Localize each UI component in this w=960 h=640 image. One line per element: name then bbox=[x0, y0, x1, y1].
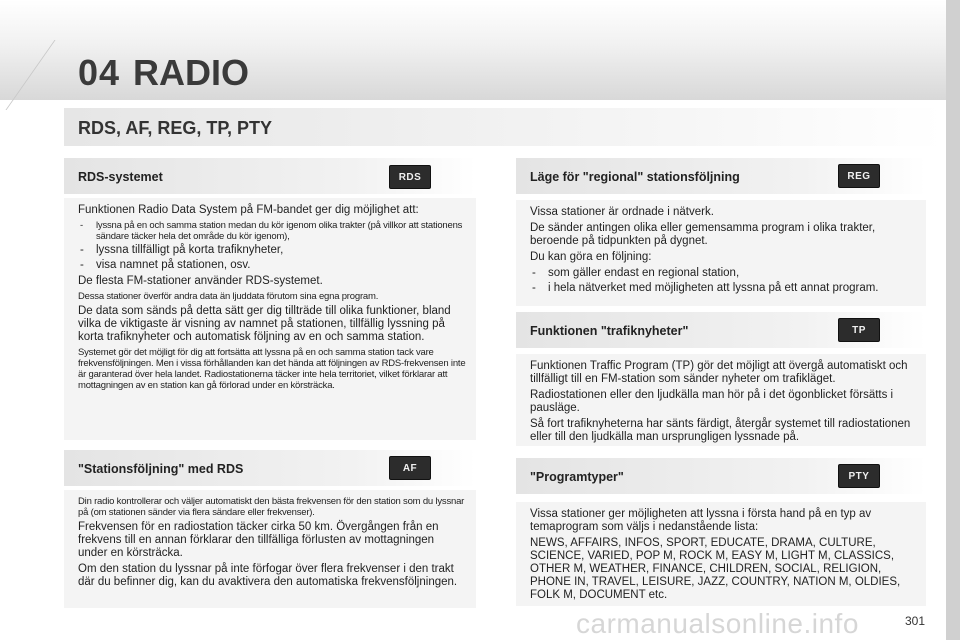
af-body: Din radio kontrollerar och väljer automa… bbox=[64, 490, 476, 608]
af-paragraph: Frekvensen för en radiostation täcker ci… bbox=[78, 521, 439, 559]
header-background bbox=[0, 0, 946, 100]
reg-list-item: som gäller endast en regional station, bbox=[530, 267, 916, 280]
tp-paragraph: Radiostationen eller den ljudkälla man h… bbox=[530, 389, 894, 414]
rds-heading: RDS-systemet bbox=[78, 170, 163, 184]
chapter-title: RADIO bbox=[133, 52, 249, 93]
reg-body: Vissa stationer är ordnade i nätverk. De… bbox=[516, 200, 926, 306]
page-number: 301 bbox=[905, 614, 926, 628]
pty-paragraph: NEWS, AFFAIRS, INFOS, SPORT, EDUCATE, DR… bbox=[530, 537, 901, 601]
pty-body: Vissa stationer ger möjligheten att lyss… bbox=[516, 502, 926, 606]
reg-paragraph: Du kan göra en följning: bbox=[530, 251, 652, 263]
af-heading: "Stationsföljning" med RDS bbox=[78, 462, 244, 476]
reg-heading: Läge för "regional" stationsföljning bbox=[530, 170, 740, 184]
reg-paragraph: De sänder antingen olika eller gemensamm… bbox=[530, 222, 876, 247]
reg-list: som gäller endast en regional station, i… bbox=[530, 267, 916, 295]
section-title: RDS, AF, REG, TP, PTY bbox=[78, 118, 273, 138]
reg-badge-icon: REG bbox=[838, 164, 880, 188]
tp-heading-bar: Funktionen "trafiknyheter" bbox=[516, 312, 926, 348]
sidebar-tab bbox=[946, 0, 960, 640]
reg-list-item: i hela nätverket med möjligheten att lys… bbox=[530, 282, 916, 295]
pty-badge-icon: PTY bbox=[838, 464, 880, 488]
rds-paragraph-small: Dessa stationer överför andra data än lj… bbox=[78, 291, 379, 302]
pty-paragraph: Vissa stationer ger möjligheten att lyss… bbox=[530, 508, 872, 533]
watermark: carmanualsonline.info bbox=[576, 608, 859, 639]
tp-paragraph: Så fort trafiknyheterna har sänts färdig… bbox=[530, 418, 911, 443]
rds-paragraph: De flesta FM-stationer använder RDS-syst… bbox=[78, 275, 323, 287]
rds-badge-icon: RDS bbox=[389, 165, 431, 189]
af-badge-icon: AF bbox=[389, 456, 431, 480]
rds-list-item-small: lyssna på en och samma station medan du … bbox=[78, 220, 466, 242]
pty-heading: "Programtyper" bbox=[530, 470, 624, 484]
chapter-number: 04 bbox=[78, 52, 121, 93]
af-paragraph: Om den station du lyssnar på inte förfog… bbox=[78, 563, 458, 588]
tp-badge-icon: TP bbox=[838, 318, 880, 342]
rds-list-item: lyssna tillfälligt på korta trafiknyhete… bbox=[78, 244, 466, 257]
reg-paragraph: Vissa stationer är ordnade i nätverk. bbox=[530, 206, 714, 218]
section-bar bbox=[64, 108, 944, 146]
rds-paragraph: De data som sänds på detta sätt ger dig … bbox=[78, 305, 451, 343]
tp-paragraph: Funktionen Traffic Program (TP) gör det … bbox=[530, 360, 908, 385]
rds-body: Funktionen Radio Data System på FM-bande… bbox=[64, 198, 476, 440]
tp-body: Funktionen Traffic Program (TP) gör det … bbox=[516, 354, 926, 446]
rds-paragraph-small: Systemet gör det möjligt för dig att for… bbox=[78, 347, 466, 391]
rds-list: lyssna på en och samma station medan du … bbox=[78, 220, 466, 272]
rds-list-item: visa namnet på stationen, osv. bbox=[78, 259, 466, 272]
af-paragraph-small: Din radio kontrollerar och väljer automa… bbox=[78, 496, 465, 518]
tp-heading: Funktionen "trafiknyheter" bbox=[530, 324, 689, 338]
rds-intro: Funktionen Radio Data System på FM-bande… bbox=[78, 204, 419, 216]
